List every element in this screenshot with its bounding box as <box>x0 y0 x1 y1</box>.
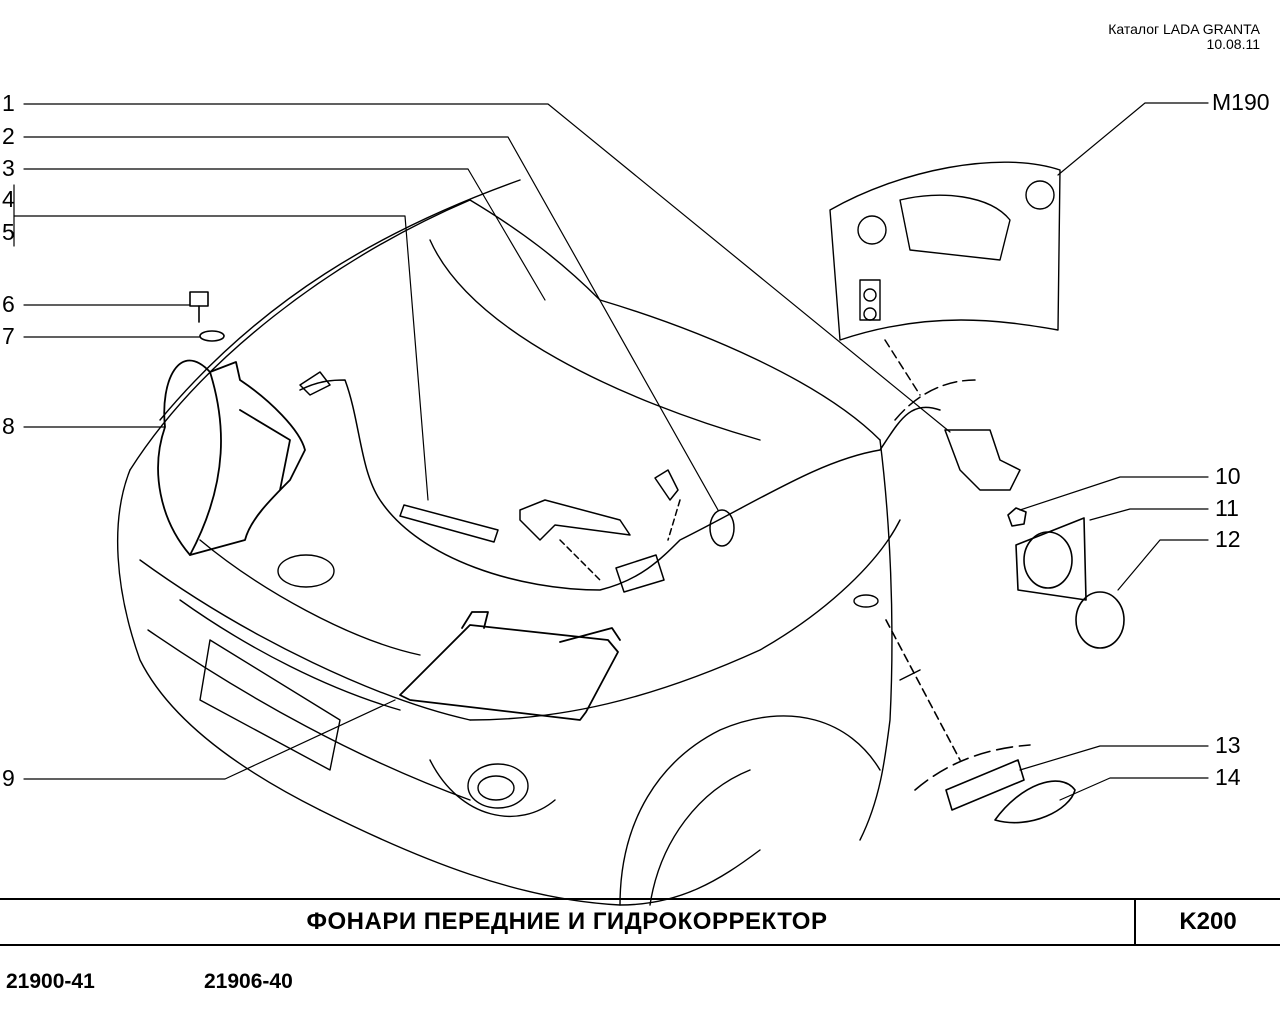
callout-10: 10 <box>1215 463 1241 489</box>
headlamp-right <box>399 611 621 721</box>
headlamp-left <box>157 359 306 556</box>
callout-3: 3 <box>2 155 15 181</box>
right-side-parts <box>885 507 1125 824</box>
leader-lines <box>13 102 1209 801</box>
catalog-date: 10.08.11 <box>1206 36 1260 52</box>
page-title: ФОНАРИ ПЕРЕДНИЕ И ГИДРОКОРРЕКТОР <box>306 908 828 935</box>
model-code-2: 21906-40 <box>204 970 293 993</box>
callout-4: 4 <box>2 186 15 212</box>
hydrocorrector-parts <box>299 339 1021 593</box>
callout-2: 2 <box>2 123 15 149</box>
callout-11: 11 <box>1215 495 1239 521</box>
callout-13: 13 <box>1215 732 1241 758</box>
callout-12: 12 <box>1215 526 1241 552</box>
title-divider <box>1134 900 1136 944</box>
callout-1: 1 <box>2 90 15 116</box>
title-bar: ФОНАРИ ПЕРЕДНИЕ И ГИДРОКОРРЕКТОР K200 <box>0 898 1280 946</box>
bolt-and-washer <box>189 291 225 342</box>
section-code: K200 <box>1179 908 1237 935</box>
callout-5: 5 <box>2 219 15 245</box>
catalog-label: Каталог LADA GRANTA <box>1108 21 1260 37</box>
callout-9: 9 <box>2 765 15 791</box>
callout-8: 8 <box>2 413 15 439</box>
car-body <box>116 179 921 906</box>
callout-m190: M190 <box>1212 89 1270 115</box>
dashboard-inset <box>829 161 1061 341</box>
callout-6: 6 <box>2 291 15 317</box>
callout-7: 7 <box>2 323 15 349</box>
callout-14: 14 <box>1215 764 1241 790</box>
model-code-1: 21900-41 <box>6 970 95 993</box>
